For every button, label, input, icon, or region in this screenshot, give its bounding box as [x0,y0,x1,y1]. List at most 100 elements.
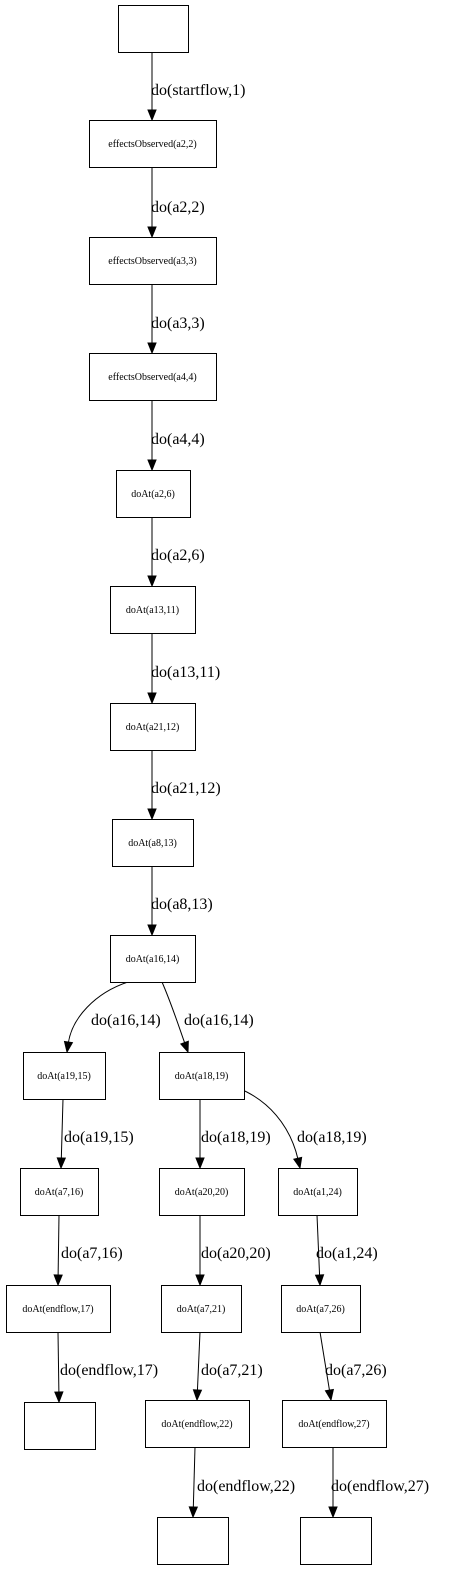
node-label: effectsObserved(a2,2) [108,139,196,150]
node-box [110,935,196,983]
edge-label: do(startflow,1) [151,82,246,99]
edge-n13-n16: do(a1,24) [314,1214,378,1287]
edge-label: do(a16,14) [91,1012,161,1029]
node-box [157,1517,229,1565]
arrowhead [314,1274,325,1287]
edge-n3-n4: do(a4,4) [147,400,205,472]
edge-label: do(a2,2) [151,199,205,216]
edge-n16-n19: do(a7,26) [319,1331,387,1402]
edge-line [67,981,129,1044]
empty-state-node [24,1402,96,1450]
node-box [6,1285,111,1333]
edge-n18-n20: do(endflow,22) [188,1446,295,1519]
edge-n0-n1: do(startflow,1) [147,52,246,122]
empty-state-node [118,5,189,53]
edge-n14-n17: do(endflow,17) [54,1331,158,1404]
node-box [282,1400,387,1448]
edge-n9-n11: do(a19,15) [56,1098,134,1170]
node-box [118,5,189,53]
arrowhead [147,808,157,821]
state-node: doAt(endflow,22) [145,1400,250,1448]
node-box [300,1517,372,1565]
node-box [112,819,194,867]
edge-label: do(a21,12) [151,780,221,797]
node-label: doAt(a1,24) [293,1187,342,1198]
node-box [89,120,217,168]
node-label: doAt(a18,19) [175,1071,229,1082]
edge-label: do(a4,4) [151,431,205,448]
arrowhead [328,1506,338,1519]
edge-label: do(a18,19) [297,1129,367,1146]
state-node: effectsObserved(a4,4) [89,353,217,401]
edge-n8-n9: do(a16,14) [63,981,161,1054]
node-label: doAt(a2,6) [131,489,175,500]
node-label: doAt(a13,11) [126,605,179,616]
node-box [161,1285,242,1333]
arrowhead [56,1157,67,1170]
arrowhead [195,1274,205,1287]
edge-n15-n18: do(a7,21) [192,1331,263,1402]
edge-line [196,1331,201,1392]
node-label: doAt(endflow,22) [161,1419,232,1430]
edge-line [237,1087,299,1160]
arrowhead [147,459,157,472]
node-box [278,1168,358,1216]
edge-label: do(a3,3) [151,315,205,332]
node-label: doAt(a7,26) [296,1304,345,1315]
arrowhead [192,1389,203,1402]
arrowhead [63,1040,74,1054]
state-node: effectsObserved(a2,2) [89,120,217,168]
node-box [159,1168,245,1216]
arrowhead [53,1274,63,1287]
edge-n4-n5: do(a2,6) [147,517,205,588]
edge-label: do(a2,6) [151,547,205,564]
arrowhead [147,109,157,122]
arrowhead [188,1506,199,1519]
node-label: doAt(endflow,17) [22,1304,93,1315]
edge-label: do(a1,24) [316,1245,378,1262]
arrowhead [293,1156,303,1170]
node-box [110,703,196,751]
edge-label: do(a19,15) [64,1129,134,1146]
edge-n10-n13: do(a18,19) [237,1087,367,1170]
state-node: doAt(endflow,17) [6,1285,111,1333]
edge-label: do(a18,19) [201,1129,271,1146]
node-box [110,586,196,634]
node-label: doAt(a19,15) [37,1071,91,1082]
edge-label: do(endflow,17) [60,1362,158,1379]
node-label: doAt(a7,16) [35,1187,84,1198]
node-label: effectsObserved(a3,3) [108,256,196,267]
arrowhead [195,1157,205,1170]
edge-n11-n14: do(a7,16) [53,1214,123,1287]
arrowhead [147,342,157,355]
edge-label: do(a13,11) [151,664,220,681]
state-node: doAt(a7,21) [161,1285,242,1333]
arrowhead [324,1388,335,1402]
node-label: doAt(a21,12) [126,722,180,733]
arrowhead [147,226,157,239]
state-node: doAt(a7,16) [20,1168,99,1216]
edge-n2-n3: do(a3,3) [147,284,205,355]
edge-line [60,1098,64,1160]
state-node: doAt(a2,6) [116,470,191,518]
state-node: effectsObserved(a3,3) [89,237,217,285]
edge-label: do(endflow,27) [331,1478,429,1495]
node-label: doAt(a8,13) [128,838,177,849]
edge-n19-n21: do(endflow,27) [328,1447,429,1519]
state-node: doAt(a19,15) [23,1052,106,1100]
edge-line [192,1446,196,1509]
state-node: doAt(a8,13) [112,819,194,867]
edge-line [161,981,186,1044]
edge-n12-n15: do(a20,20) [195,1215,271,1287]
edge-label: do(a20,20) [201,1245,271,1262]
state-node: doAt(a21,12) [110,703,196,751]
node-label: doAt(a16,14) [126,954,180,965]
node-box [89,237,217,285]
node-label: effectsObserved(a4,4) [108,372,196,383]
node-box [23,1052,106,1100]
node-box [24,1402,96,1450]
state-node: doAt(a20,20) [159,1168,245,1216]
state-node: doAt(endflow,27) [282,1400,387,1448]
edge-n7-n8: do(a8,13) [147,866,213,937]
